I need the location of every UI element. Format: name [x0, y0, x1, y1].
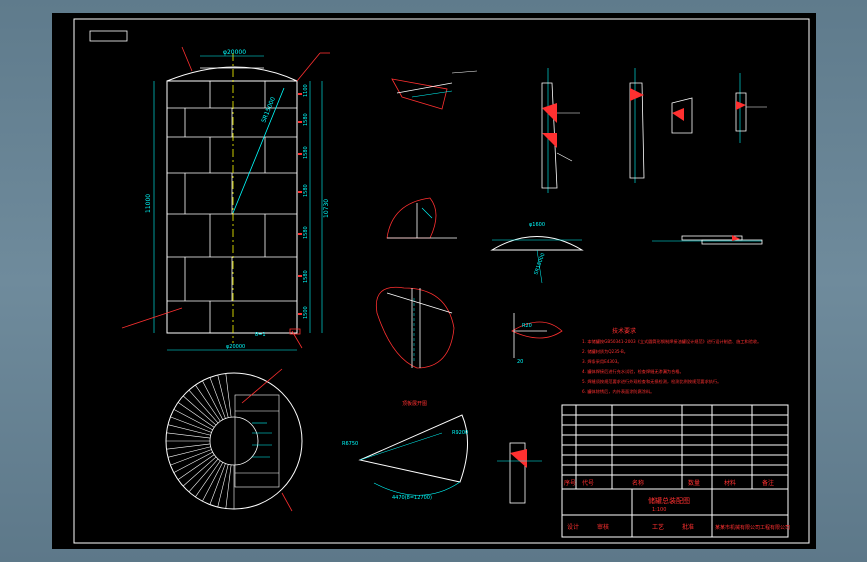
- weld-detail-2: [629, 68, 693, 183]
- roof-rafter: [188, 389, 219, 424]
- sign-process: 工艺: [652, 523, 664, 531]
- tb-label-name: 名称: [632, 479, 644, 487]
- course-dim-4: 1580: [303, 184, 309, 197]
- dim-sector-r1: R6750: [342, 441, 358, 447]
- roof-rafter: [166, 443, 211, 450]
- roof-rafter: [182, 456, 217, 487]
- drawing-sheet: SR15000 φ20000 11000 10730 1100 1580 158…: [52, 13, 816, 549]
- dim-roof-side: SR15000: [260, 96, 277, 124]
- tb-label-qty: 数量: [688, 479, 700, 487]
- tech-req-2: 2. 储罐材质为Q235-B。: [582, 348, 628, 355]
- course-dim-6: 1580: [303, 270, 309, 283]
- roof-rafter: [202, 462, 224, 502]
- dim-detail-w: 20: [517, 359, 523, 365]
- roof-rafter: [217, 374, 229, 418]
- dim-total-height: 11000: [145, 194, 152, 213]
- sign-review: 审核: [597, 523, 609, 531]
- roof-rafter: [225, 464, 232, 509]
- tb-label-material: 材料: [724, 479, 736, 487]
- roof-rafter: [225, 373, 232, 418]
- roof-rafter: [195, 384, 221, 422]
- small-arc-plate: φ1600 SR15000: [490, 222, 584, 284]
- bottom-lap-detail: [652, 235, 763, 245]
- dim-small-arc-radius: SR15000: [533, 252, 546, 275]
- weld-detail-1: [541, 68, 580, 193]
- cad-drawing: SR15000 φ20000 11000 10730 1100 1580 158…: [73, 18, 810, 544]
- tech-req-1: 1. 本储罐按GB50341-2003《立式圆筒形钢制焊接油罐设计规范》进行设计…: [582, 338, 761, 345]
- course-dim-7: 1500: [303, 306, 309, 319]
- outer-border: [73, 18, 810, 544]
- radius-line: [232, 87, 285, 214]
- roof-rafter: [177, 402, 215, 428]
- sign-approve: 批准: [682, 523, 694, 531]
- roof-plan: [165, 368, 303, 512]
- dim-sector-r2: R9200: [452, 430, 468, 436]
- tech-req-4: 4. 罐体焊接后进行充水试验，检查焊缝无渗漏为合格。: [582, 368, 684, 375]
- roof-rafter: [209, 463, 226, 505]
- tech-req-5: 5. 焊缝须按规范要求进行外观检查和无损检测，检测比例按规范要求执行。: [582, 378, 721, 385]
- roof-rafter: [166, 432, 211, 439]
- dim-bottom-diameter: φ20000: [226, 344, 245, 350]
- roof-rafter: [188, 458, 219, 493]
- roof-rafter: [167, 446, 211, 458]
- dim-shell-height: 10730: [323, 199, 330, 218]
- detail-e: [497, 442, 542, 504]
- roof-rafter: [173, 451, 213, 473]
- roof-rafter: [170, 416, 212, 433]
- tech-req-3: 3. 焊条采用E4303。: [582, 358, 622, 365]
- tank-elevation: SR15000 φ20000 11000 10730 1100 1580 158…: [121, 46, 330, 351]
- roof-rafter: [170, 449, 212, 466]
- section-label: 顶板展开图: [402, 400, 427, 407]
- course-dim-1: 1100: [303, 84, 309, 97]
- company-name: 某某市机械有限公司工程有限公司: [715, 524, 790, 531]
- dim-bottom-offset: 8=1: [255, 332, 266, 338]
- dim-detail-r: R20: [522, 323, 532, 329]
- roof-rafter: [209, 377, 226, 419]
- detail-a: [391, 70, 478, 110]
- detail-b: [386, 197, 457, 239]
- tech-req-title: 技术要求: [612, 327, 636, 335]
- roof-rafter: [195, 460, 221, 498]
- weld-detail-3: [735, 73, 767, 143]
- course-dim-3: 1580: [303, 146, 309, 159]
- tb-label-code: 代号: [582, 479, 594, 487]
- roof-rafter: [182, 395, 217, 426]
- tb-label-remark: 备注: [762, 479, 774, 487]
- drawing-scale: 1:100: [652, 507, 666, 513]
- roof-rafter: [167, 424, 211, 436]
- dim-top-roof: φ20000: [223, 49, 246, 56]
- dim-small-arc-width: φ1600: [529, 222, 545, 228]
- drawing-name: 储罐总装配图: [648, 496, 690, 505]
- tb-label-no: 序号: [564, 479, 576, 487]
- course-dim-5: 1580: [303, 226, 309, 239]
- roof-rafter: [177, 454, 215, 480]
- tank-roof: [166, 66, 298, 82]
- tech-req-6: 6. 罐体除锈后，内外表面涂防腐涂料。: [582, 388, 654, 395]
- sector-development: 顶板展开图 R6750 R9200 4470(8=12700): [342, 400, 468, 501]
- roof-rafter: [173, 409, 213, 431]
- detail-d: R20 20: [511, 313, 563, 365]
- title-block: 序号 代号 名称 数量 材料 备注 储罐总装配图 1:100 设计 审核 工艺 …: [561, 404, 790, 538]
- course-dim-2: 1580: [303, 113, 309, 126]
- technical-requirements: 技术要求 1. 本储罐按GB50341-2003《立式圆筒形钢制焊接油罐设计规范…: [582, 327, 761, 395]
- corner-label-box: [89, 30, 128, 42]
- dim-sector-arc: 4470(8=12700): [392, 495, 432, 501]
- roof-rafter: [217, 464, 229, 508]
- detail-c: [375, 286, 455, 369]
- sign-design: 设计: [567, 523, 579, 531]
- tank-shell: [166, 80, 298, 334]
- roof-rafter: [202, 380, 224, 420]
